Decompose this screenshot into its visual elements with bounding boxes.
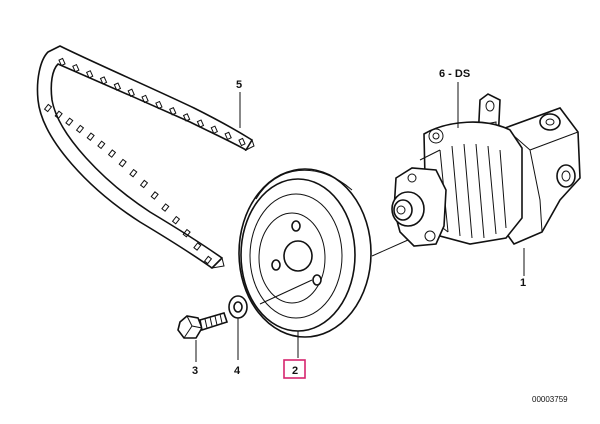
steering-pump bbox=[391, 93, 581, 247]
belt-tooth bbox=[72, 63, 80, 73]
leader-lines bbox=[195, 82, 525, 362]
belt-tooth bbox=[210, 125, 219, 134]
belt-tooth bbox=[75, 124, 85, 134]
belt-tooth bbox=[238, 137, 246, 147]
document-number: 00003759 bbox=[532, 395, 568, 404]
belt-tooth bbox=[182, 113, 191, 122]
belt-tooth bbox=[118, 158, 127, 168]
belt-tooth bbox=[139, 179, 149, 189]
belt-tooth bbox=[161, 203, 170, 212]
belt-tooth bbox=[54, 110, 63, 120]
belt-tooth bbox=[107, 149, 117, 158]
belt-tooth bbox=[127, 88, 135, 97]
belt-tooth bbox=[86, 132, 95, 141]
belt-tooth bbox=[203, 255, 213, 265]
v-belt bbox=[36, 45, 255, 269]
label-washer: 4 bbox=[234, 365, 241, 377]
belt-tooth bbox=[97, 140, 106, 150]
label-part-6: 6 - DS bbox=[439, 68, 470, 80]
label-pulley: 2 bbox=[292, 365, 298, 377]
belt-tooth bbox=[169, 107, 177, 116]
belt-tooth bbox=[43, 103, 53, 113]
label-pump: 1 bbox=[520, 277, 526, 289]
pulley bbox=[238, 168, 372, 338]
pulley-label-highlight bbox=[283, 359, 306, 379]
bolt bbox=[177, 312, 229, 339]
belt-tooth bbox=[155, 100, 163, 110]
belt-tooth bbox=[141, 94, 149, 104]
label-bolt: 3 bbox=[192, 365, 198, 377]
belt-tooth bbox=[224, 131, 232, 141]
belt-tooth bbox=[196, 119, 205, 128]
belt-tooth bbox=[150, 191, 159, 200]
belt-tooth bbox=[129, 168, 138, 178]
belt-tooth bbox=[58, 57, 66, 67]
belt-tooth bbox=[99, 76, 108, 85]
belt-tooth bbox=[182, 228, 191, 238]
belt-tooth bbox=[65, 117, 74, 127]
belt-tooth bbox=[85, 70, 94, 79]
belt-tooth bbox=[193, 242, 202, 251]
belt-tooth bbox=[171, 215, 181, 225]
washer bbox=[228, 295, 248, 319]
label-belt: 5 bbox=[236, 79, 242, 91]
belt-tooth bbox=[113, 82, 122, 91]
